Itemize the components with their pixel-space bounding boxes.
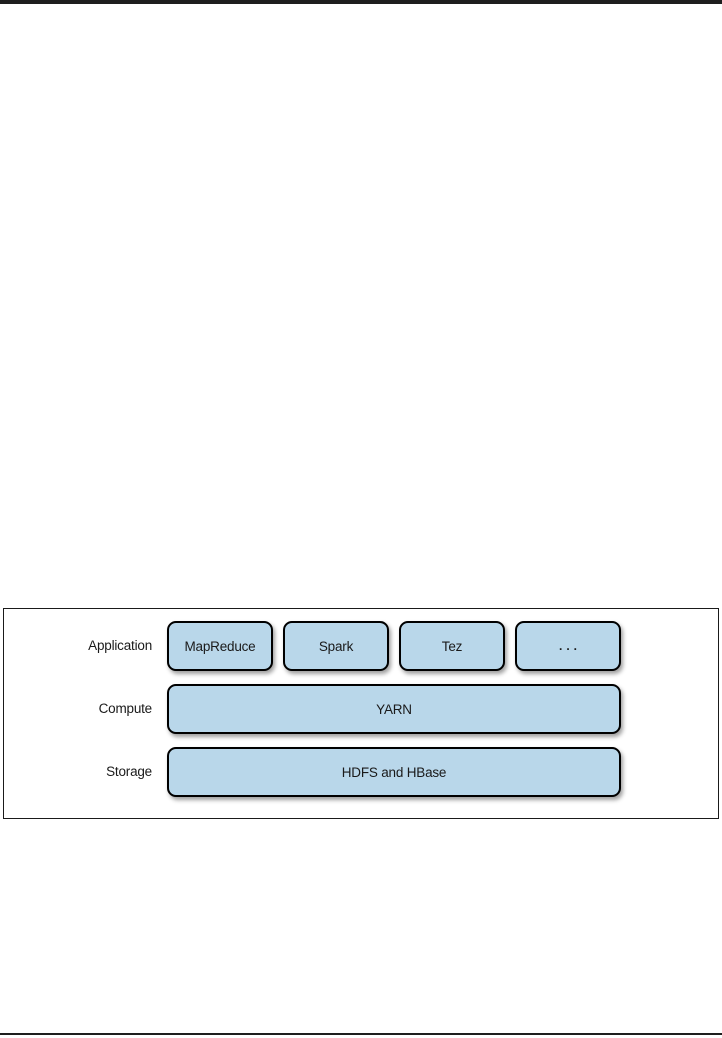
box-hdfs-hbase-label: HDFS and HBase: [341, 764, 447, 780]
row-label-compute: Compute: [98, 701, 153, 716]
box-yarn-label: YARN: [376, 701, 412, 717]
box-tez-label: Tez: [441, 638, 463, 654]
box-hdfs-hbase: HDFS and HBase: [167, 747, 621, 797]
bottom-rule: [0, 1033, 722, 1035]
row-label-storage: Storage: [106, 764, 152, 779]
storage-boxes: HDFS and HBase: [167, 747, 621, 797]
box-spark: Spark: [283, 621, 389, 671]
box-yarn: YARN: [167, 684, 621, 734]
box-tez: Tez: [399, 621, 505, 671]
figure-frame: Application MapReduce Spark Tez ... Comp…: [3, 608, 719, 819]
top-rule: [0, 0, 722, 4]
box-ellipsis: ...: [515, 621, 621, 671]
application-boxes: MapReduce Spark Tez ...: [167, 621, 621, 671]
compute-boxes: YARN: [167, 684, 621, 734]
figure-row-storage: Storage HDFS and HBase: [4, 747, 718, 797]
box-mapreduce: MapReduce: [167, 621, 273, 671]
box-ellipsis-label: ...: [558, 639, 581, 653]
figure-row-application: Application MapReduce Spark Tez ...: [4, 621, 718, 671]
box-mapreduce-label: MapReduce: [184, 638, 256, 654]
figure-row-compute: Compute YARN: [4, 684, 718, 734]
box-spark-label: Spark: [318, 638, 354, 654]
row-label-application: Application: [88, 638, 152, 653]
